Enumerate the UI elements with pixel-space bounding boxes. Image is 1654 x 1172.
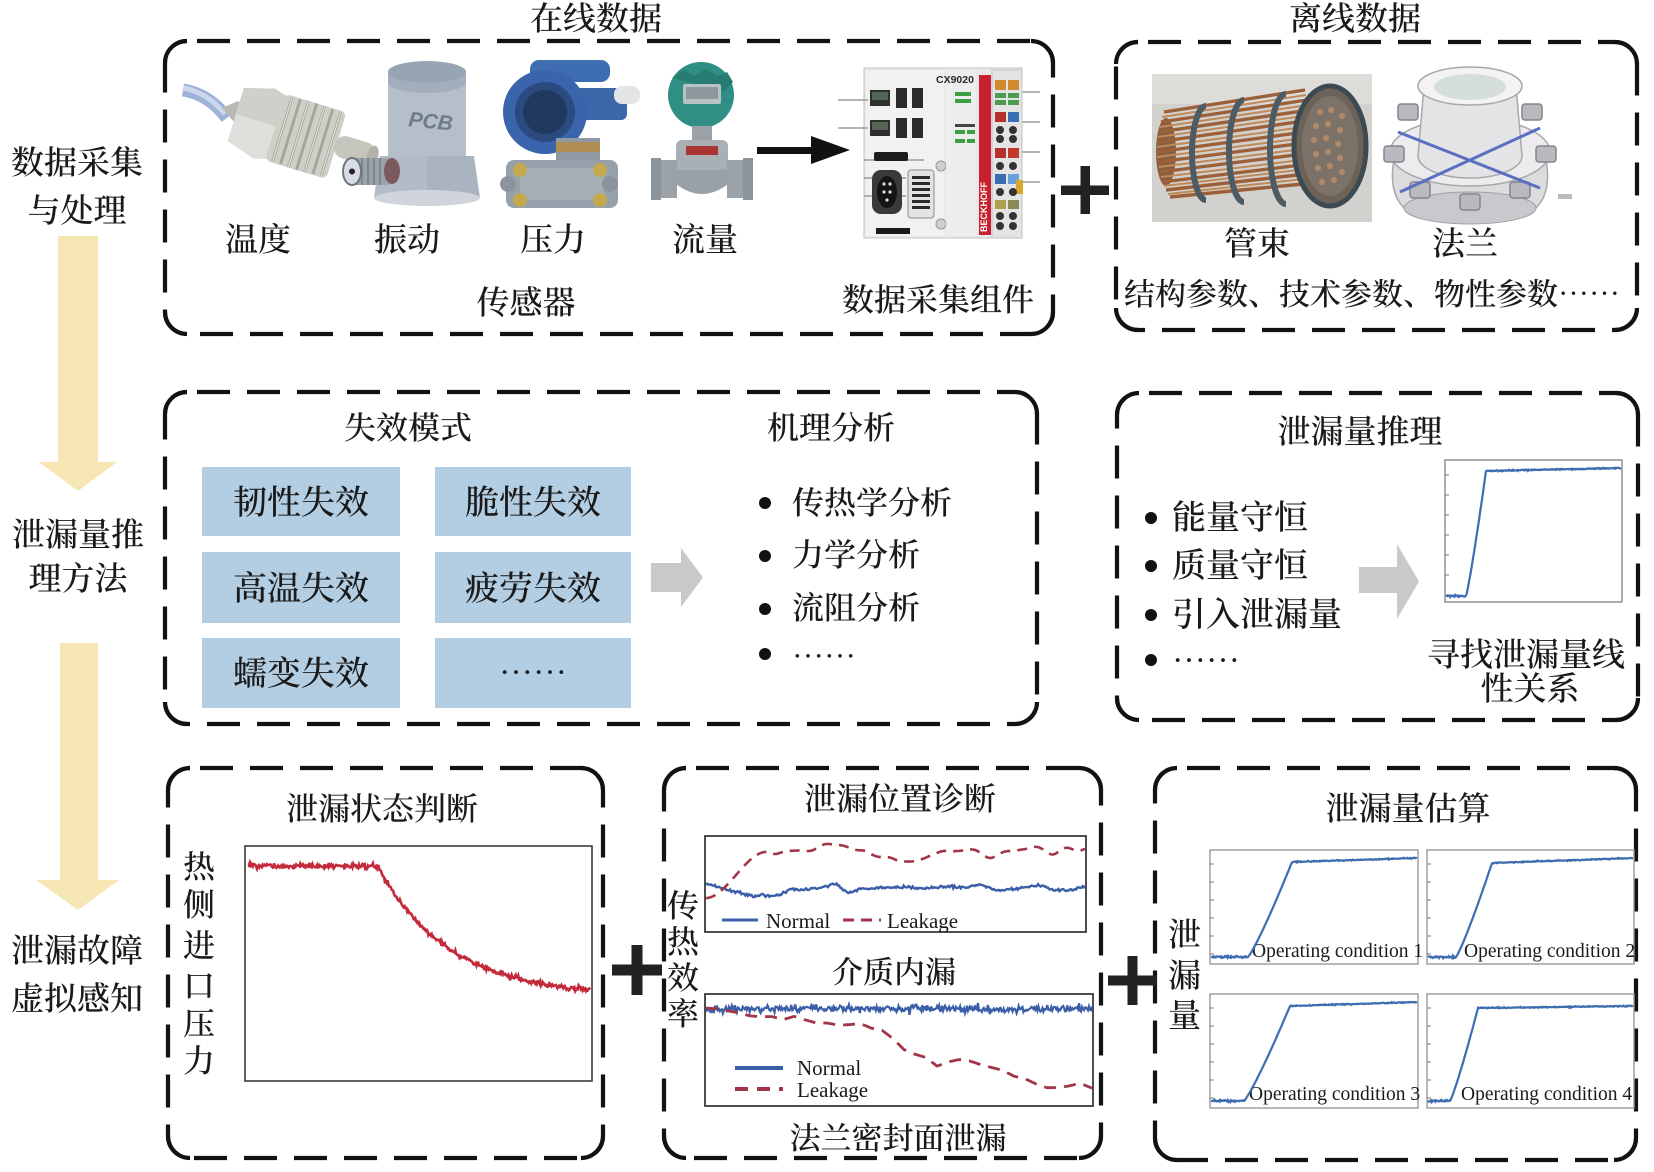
svg-text:Operating condition 3: Operating condition 3 xyxy=(1249,1084,1420,1105)
svg-text:Operating condition 1: Operating condition 1 xyxy=(1252,941,1423,962)
svg-text:PCB: PCB xyxy=(407,108,454,136)
svg-text:Normal: Normal xyxy=(766,909,830,933)
svg-text:Operating condition 4: Operating condition 4 xyxy=(1461,1084,1632,1105)
svg-text:Normal: Normal xyxy=(797,1056,861,1080)
svg-text:Leakage: Leakage xyxy=(797,1078,868,1102)
svg-text:Leakage: Leakage xyxy=(887,909,958,933)
svg-text:BECKHOFF: BECKHOFF xyxy=(979,182,989,232)
svg-text:CX9020: CX9020 xyxy=(936,74,974,86)
svg-text:Operating condition 2: Operating condition 2 xyxy=(1464,941,1635,962)
